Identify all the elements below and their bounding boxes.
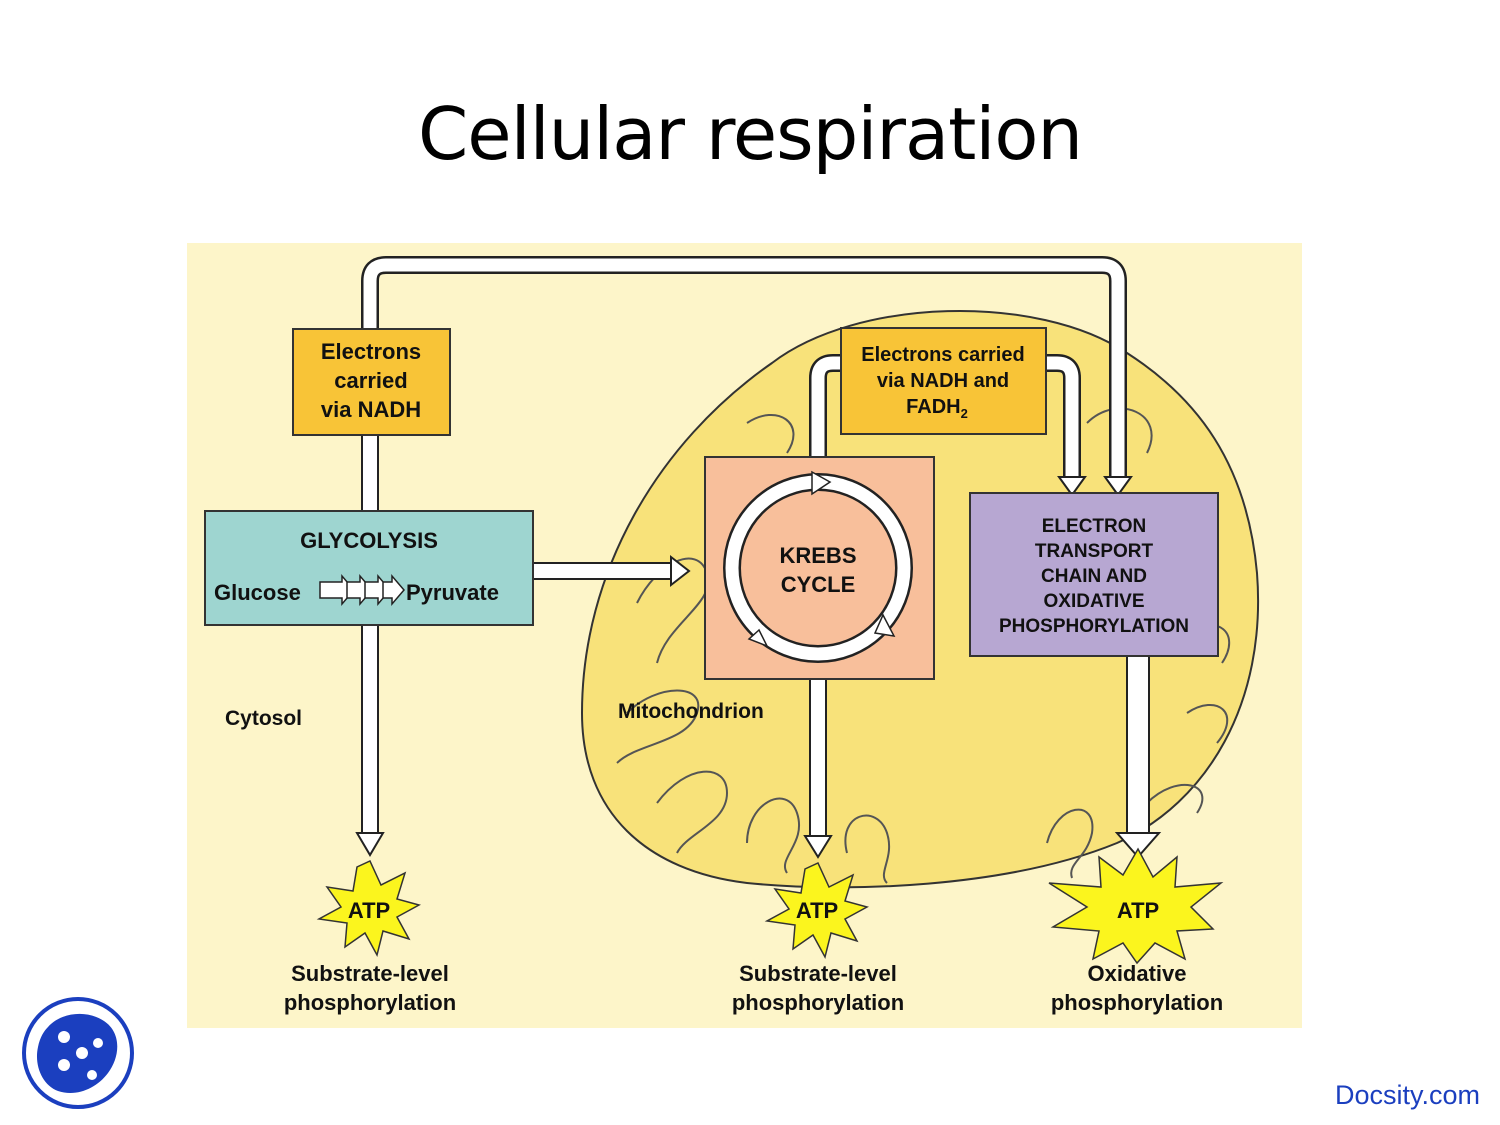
etc-line-1: ELECTRON (1042, 516, 1147, 537)
electrons-nadh-line-3: via NADH (321, 397, 421, 422)
glycolysis-box (204, 510, 534, 626)
docsity-logo-icon[interactable] (20, 995, 136, 1111)
etc-atp-arrowhead (1114, 832, 1162, 859)
atp-caption-3-line-2: phosphorylation (1051, 990, 1223, 1015)
krebs-atp-arrowhead (803, 835, 833, 859)
glycolysis-heading: GLYCOLYSIS (300, 528, 438, 553)
atp-burst-1: ATP (316, 860, 421, 958)
atp-caption-3-line-1: Oxidative (1087, 961, 1186, 986)
krebs-line-2: CYCLE (781, 572, 856, 597)
atp-label-2: ATP (796, 898, 838, 923)
etc-atp-pipe (1126, 654, 1150, 836)
slide-title: Cellular respiration (418, 92, 1083, 176)
etc-line-2: TRANSPORT (1035, 541, 1154, 562)
atp-label-3: ATP (1117, 898, 1159, 923)
glycolysis-steps-arrows (319, 573, 405, 607)
atp-caption-1-line-2: phosphorylation (284, 990, 456, 1015)
etc-line-4: OXIDATIVE (1044, 591, 1145, 612)
atp-caption-1-line-1: Substrate-level (291, 961, 449, 986)
nadh-to-etc-arrowhead (1103, 476, 1133, 497)
cellular-respiration-figure: Electrons carried via NADH Electrons car… (187, 243, 1302, 1028)
electrons-nadh-box (292, 328, 451, 436)
glycolysis-atp-pipe (361, 432, 379, 834)
pyruvate-to-krebs-arrow (532, 562, 674, 580)
electrons-nadh-fadh2-box (840, 327, 1047, 435)
electrons-fadh2-line-1: Electrons carried (861, 344, 1024, 366)
krebs-line-1: KREBS (779, 543, 856, 568)
cytosol-label: Cytosol (225, 707, 302, 730)
krebs-cycle-arrow-top (811, 470, 832, 496)
krebs-cycle-arrow-left (747, 628, 769, 648)
fadh2-to-etc-arrowhead (1057, 476, 1087, 497)
electrons-nadh-line-2: carried (334, 368, 407, 393)
krebs-atp-pipe (809, 677, 827, 839)
krebs-cycle-arrow-right (873, 613, 896, 637)
electrons-fadh2-line-2: via NADH and (877, 370, 1009, 392)
atp-burst-2: ATP (764, 862, 869, 960)
atp-burst-3: ATP (1048, 847, 1224, 965)
pyruvate-label: Pyruvate (406, 580, 499, 605)
atp-caption-2-line-1: Substrate-level (739, 961, 897, 986)
glycolysis-atp-arrowhead (355, 832, 385, 857)
atp-caption-2-line-2: phosphorylation (732, 990, 904, 1015)
docsity-watermark[interactable]: Docsity.com (1334, 1080, 1480, 1110)
electron-transport-chain-box (969, 492, 1219, 657)
electrons-fadh2-line-3: FADH2 (906, 396, 968, 421)
etc-line-3: CHAIN AND (1041, 566, 1147, 587)
mitochondrion-label: Mitochondrion (618, 700, 764, 723)
atp-label-1: ATP (348, 898, 390, 923)
etc-line-5: PHOSPHORYLATION (999, 616, 1189, 637)
glucose-label: Glucose (214, 580, 301, 605)
electrons-nadh-line-1: Electrons (321, 339, 421, 364)
respiration-diagram: Electrons carried via NADH Electrons car… (204, 256, 1260, 1015)
